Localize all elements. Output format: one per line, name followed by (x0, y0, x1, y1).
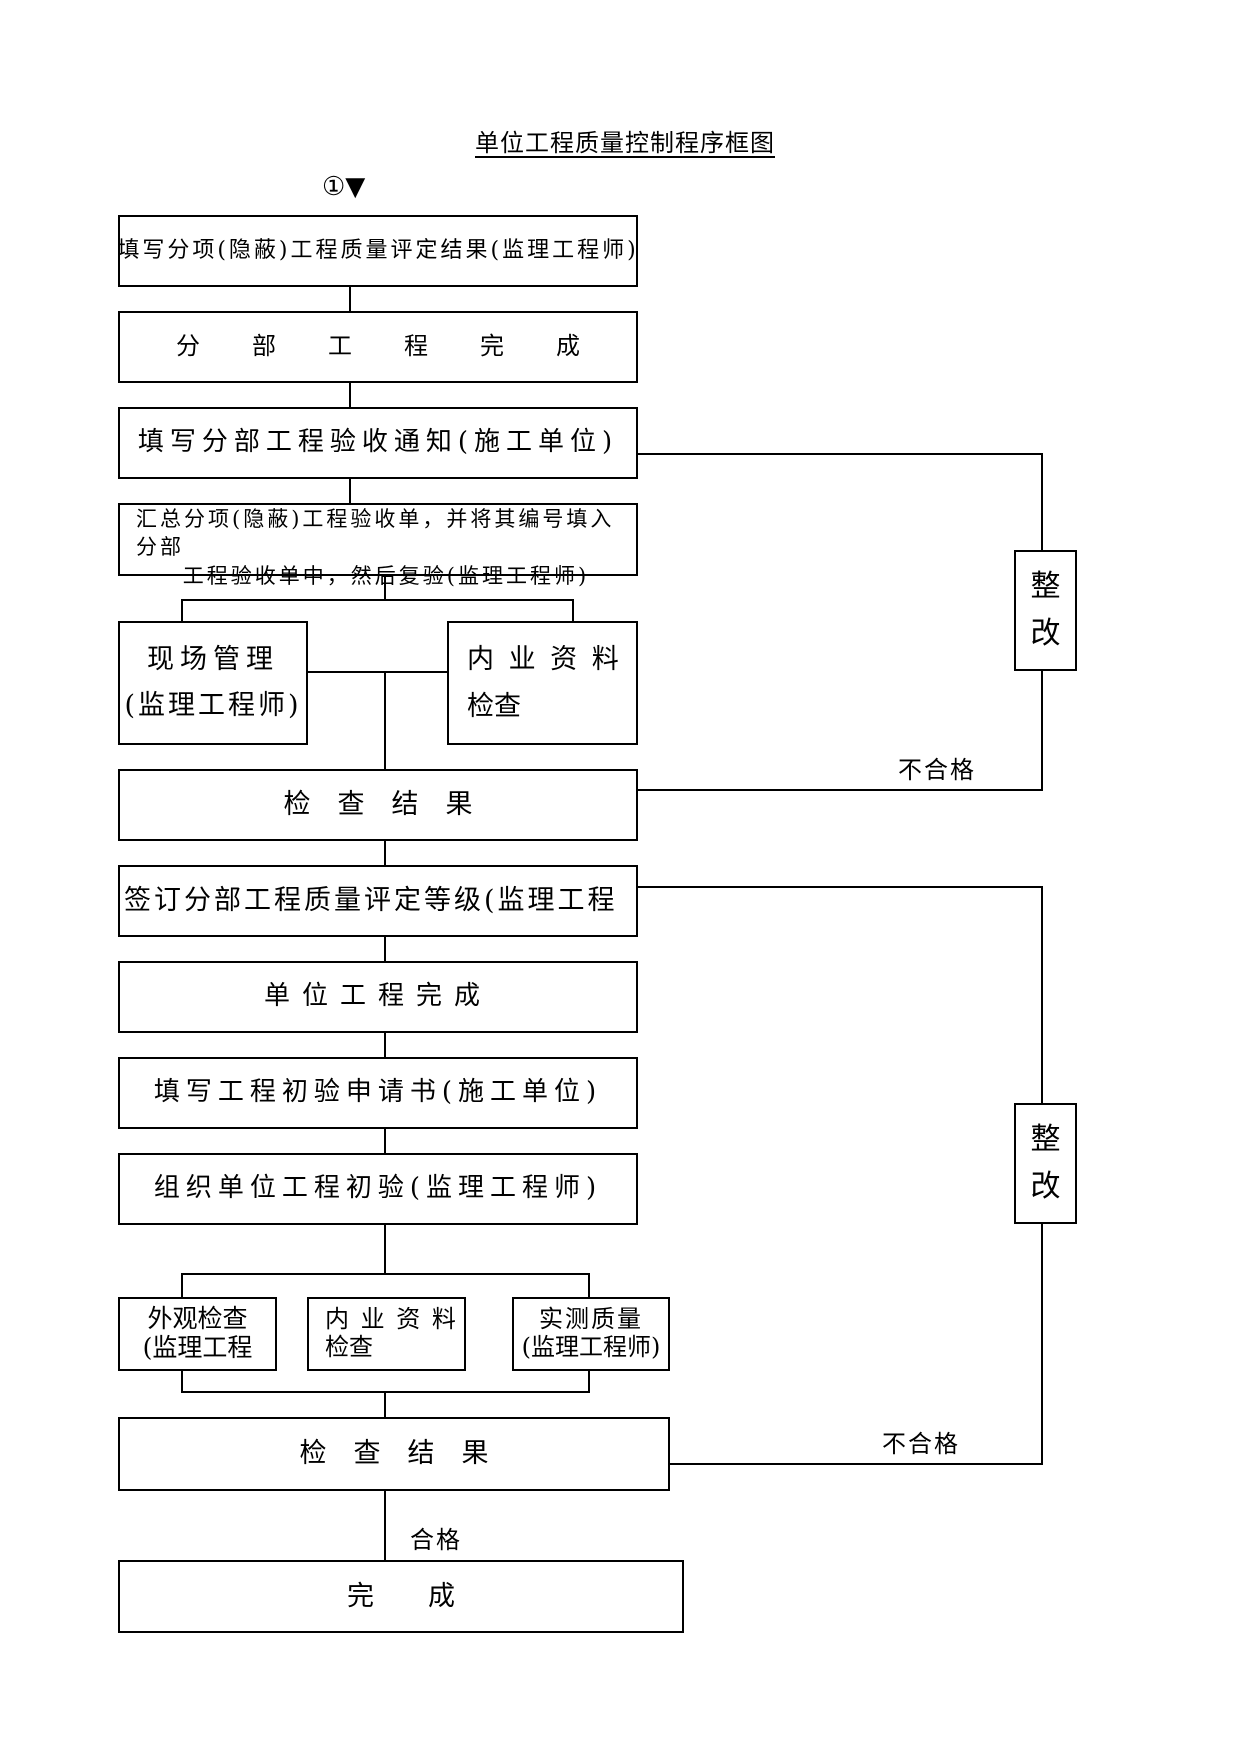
label-pass: 合格 (410, 1526, 462, 1554)
rectify-upper-char2: 改 (1030, 615, 1061, 651)
box-appearance-check: 外观检查 (监理工程 (118, 1297, 277, 1371)
loop-lower-fail (666, 1222, 1043, 1465)
box-internal-docs-check: 内 业 资 料 检查 (447, 621, 638, 745)
box-internal-docs-check-lower-line1: 内 业 资 料 (325, 1305, 458, 1334)
box-inspection-result-lower: 检 查 结 果 (118, 1417, 670, 1491)
box-internal-docs-check-line2: 检查 (467, 691, 521, 722)
box-measured-quality: 实测质量 (监理工程师) (512, 1297, 670, 1371)
connector-merge-lower (181, 1370, 590, 1393)
box-site-management: 现场管理 (监理工程师) (118, 621, 308, 745)
box-appearance-check-line2: (监理工程 (142, 1333, 253, 1362)
label-fail-upper: 不合格 (898, 756, 976, 784)
box-summary-recheck-line2: 工程验收单中，然后复验(监理工程师) (182, 563, 590, 588)
box-site-management-line1: 现场管理 (147, 644, 279, 676)
rectify-lower-char2: 改 (1030, 1168, 1061, 1204)
rectify-lower-char1: 整 (1030, 1122, 1061, 1157)
box-complete: 完 成 (118, 1560, 684, 1633)
box-organize-initial-acceptance: 组织单位工程初验(监理工程师) (118, 1153, 638, 1225)
box-internal-docs-check-lower-line2: 检查 (325, 1333, 373, 1361)
page-title: 单位工程质量控制程序框图 (475, 129, 775, 157)
box-sign-quality-grade: 签订分部工程质量评定等级(监理工程 (118, 865, 638, 937)
box-fill-item-quality-result: 填写分项(隐蔽)工程质量评定结果(监理工程师) (117, 215, 638, 287)
loop-upper-return (635, 453, 1043, 550)
connector-split-lower (181, 1273, 590, 1297)
box-rectify-upper: 整 改 (1014, 550, 1077, 671)
box-fill-section-acceptance-notice: 填写分部工程验收通知(施工单位) (118, 407, 638, 479)
box-summary-recheck: 汇总分项(隐蔽)工程验收单，并将其编号填入分部 工程验收单中，然后复验(监理工程… (118, 503, 638, 588)
box-inspection-result-upper: 检 查 结 果 (118, 769, 638, 841)
box-unit-work-complete: 单位工程完成 (118, 961, 638, 1033)
box-measured-quality-line2: (监理工程师) (521, 1333, 661, 1361)
connector-split-upper (181, 599, 574, 621)
box-internal-docs-check-line1: 内 业 资 料 (467, 643, 622, 675)
loop-lower-return (635, 886, 1043, 1103)
start-marker: ①▼ (322, 172, 366, 202)
box-fill-initial-acceptance-application: 填写工程初验申请书(施工单位) (118, 1057, 638, 1129)
box-summary-recheck-line1: 汇总分项(隐蔽)工程验收单，并将其编号填入分部 (136, 507, 615, 560)
loop-upper-fail (635, 670, 1043, 791)
rectify-upper-char1: 整 (1030, 569, 1061, 604)
box-rectify-lower: 整 改 (1014, 1103, 1077, 1224)
box-appearance-check-line1: 外观检查 (147, 1304, 248, 1334)
box-internal-docs-check-lower: 内 业 资 料 检查 (307, 1297, 466, 1371)
label-fail-lower: 不合格 (882, 1430, 960, 1458)
box-measured-quality-line1: 实测质量 (539, 1305, 643, 1334)
box-site-management-line2: (监理工程师) (124, 690, 302, 721)
box-section-work-complete: 分部工程完成 (118, 311, 638, 383)
